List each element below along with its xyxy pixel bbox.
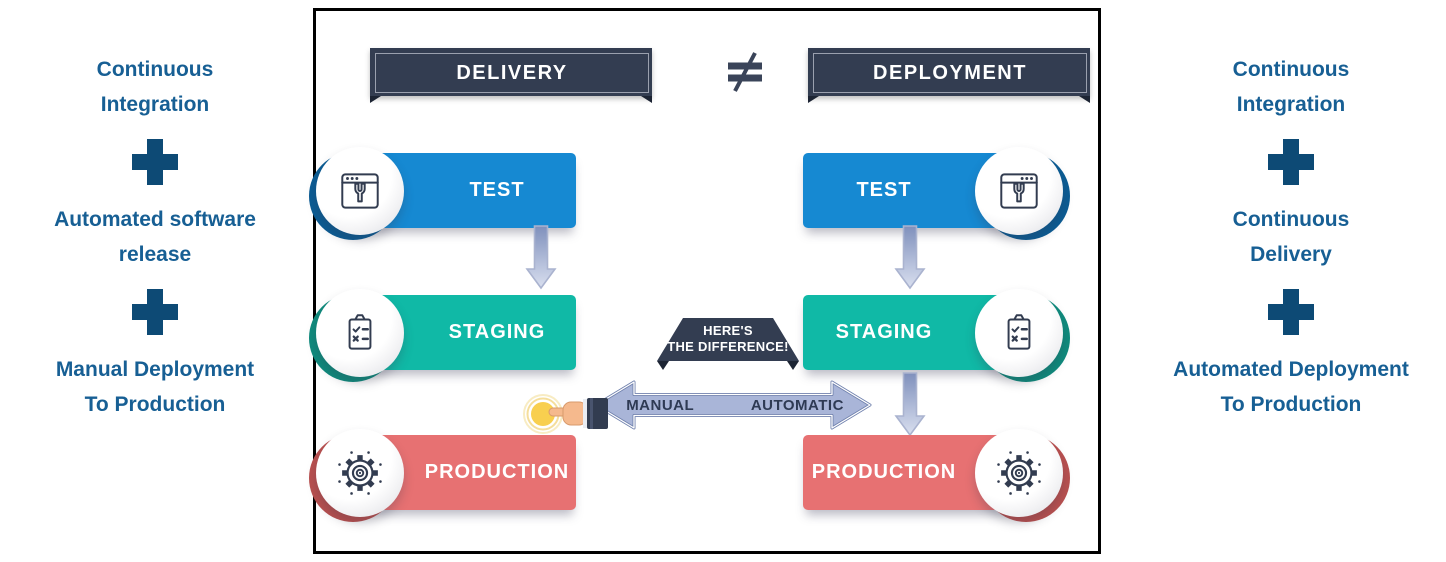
stage-icon-badge	[975, 147, 1070, 240]
hand-pressing-button-icon	[519, 387, 611, 437]
stage-icon-badge	[309, 289, 404, 382]
difference-callout-line2: THE DIFFERENCE!	[667, 339, 789, 354]
delivery-header-label: DELIVERY	[375, 53, 649, 93]
gear-icon	[997, 451, 1041, 495]
annotation-automated-deployment: Automated Deployment To Production	[1173, 352, 1409, 422]
stage-icon-badge	[975, 429, 1070, 522]
plus-icon	[1268, 139, 1314, 185]
down-arrow	[894, 372, 926, 437]
annotation-line: Continuous	[96, 58, 214, 81]
stage-label: STAGING	[835, 321, 933, 343]
annotation-line: To Production	[1220, 393, 1362, 416]
annotation-line: release	[118, 243, 192, 266]
deployment-stage-staging: STAGING	[803, 289, 1070, 382]
stage-label: STAGING	[448, 321, 546, 343]
annotation-manual-deployment: Manual Deployment To Production	[56, 352, 254, 422]
down-arrow	[894, 225, 926, 290]
plus-icon	[132, 289, 178, 335]
plus-icon	[132, 139, 178, 185]
manual-automatic-arrow: MANUAL AUTOMATIC	[593, 379, 873, 431]
delivery-header-banner: DELIVERY	[370, 48, 652, 103]
difference-callout-line1: HERE'S	[703, 323, 753, 338]
automatic-label: AUTOMATIC	[750, 396, 844, 414]
browser-wrench-icon	[341, 173, 379, 209]
annotation-line: Integration	[1236, 93, 1346, 116]
down-arrow	[525, 225, 557, 290]
comparison-panel: DELIVERY DEPLOYMENT TEST	[309, 8, 1101, 554]
clipboard-checklist-icon	[348, 314, 372, 350]
stage-icon-badge	[309, 147, 404, 240]
stage-label: TEST	[856, 179, 912, 201]
annotation-line: Continuous	[1232, 58, 1350, 81]
annotation-automated-software-release: Automated software release	[54, 202, 256, 272]
annotation-line: To Production	[84, 393, 226, 416]
annotation-line: Automated Deployment	[1173, 358, 1409, 381]
plus-icon	[1268, 289, 1314, 335]
annotation-line: Continuous	[1232, 208, 1350, 231]
delivery-stage-test: TEST	[309, 147, 576, 240]
annotation-line: Automated software	[54, 208, 256, 231]
annotation-line: Manual Deployment	[55, 358, 255, 381]
gear-icon	[338, 451, 382, 495]
stage-icon-badge	[309, 429, 404, 522]
difference-callout: HERE'S THE DIFFERENCE!	[655, 317, 801, 373]
deployment-header-label: DEPLOYMENT	[813, 53, 1087, 93]
delivery-stage-staging: STAGING	[309, 289, 576, 382]
right-annotation: Continuous Integration Continuous Delive…	[1136, 52, 1446, 422]
clipboard-checklist-icon	[1007, 314, 1031, 350]
browser-wrench-icon	[1000, 173, 1038, 209]
annotation-continuous-integration: Continuous Integration	[97, 52, 214, 122]
delivery-stage-production: PRODUCTION	[309, 429, 576, 522]
stage-icon-badge	[975, 289, 1070, 382]
left-annotation: Continuous Integration Automated softwar…	[0, 52, 310, 422]
stage-label: PRODUCTION	[424, 461, 570, 483]
annotation-line: Delivery	[1250, 243, 1332, 266]
deployment-stage-production: PRODUCTION	[803, 429, 1070, 522]
deployment-stage-test: TEST	[803, 147, 1070, 240]
annotation-line: Integration	[100, 93, 210, 116]
manual-label: MANUAL	[626, 396, 695, 414]
not-equal-icon	[722, 49, 768, 95]
stage-label: TEST	[469, 179, 525, 201]
stage-label: PRODUCTION	[811, 461, 957, 483]
deployment-header-banner: DEPLOYMENT	[808, 48, 1090, 103]
annotation-continuous-integration: Continuous Integration	[1233, 52, 1350, 122]
annotation-continuous-delivery: Continuous Delivery	[1233, 202, 1350, 272]
